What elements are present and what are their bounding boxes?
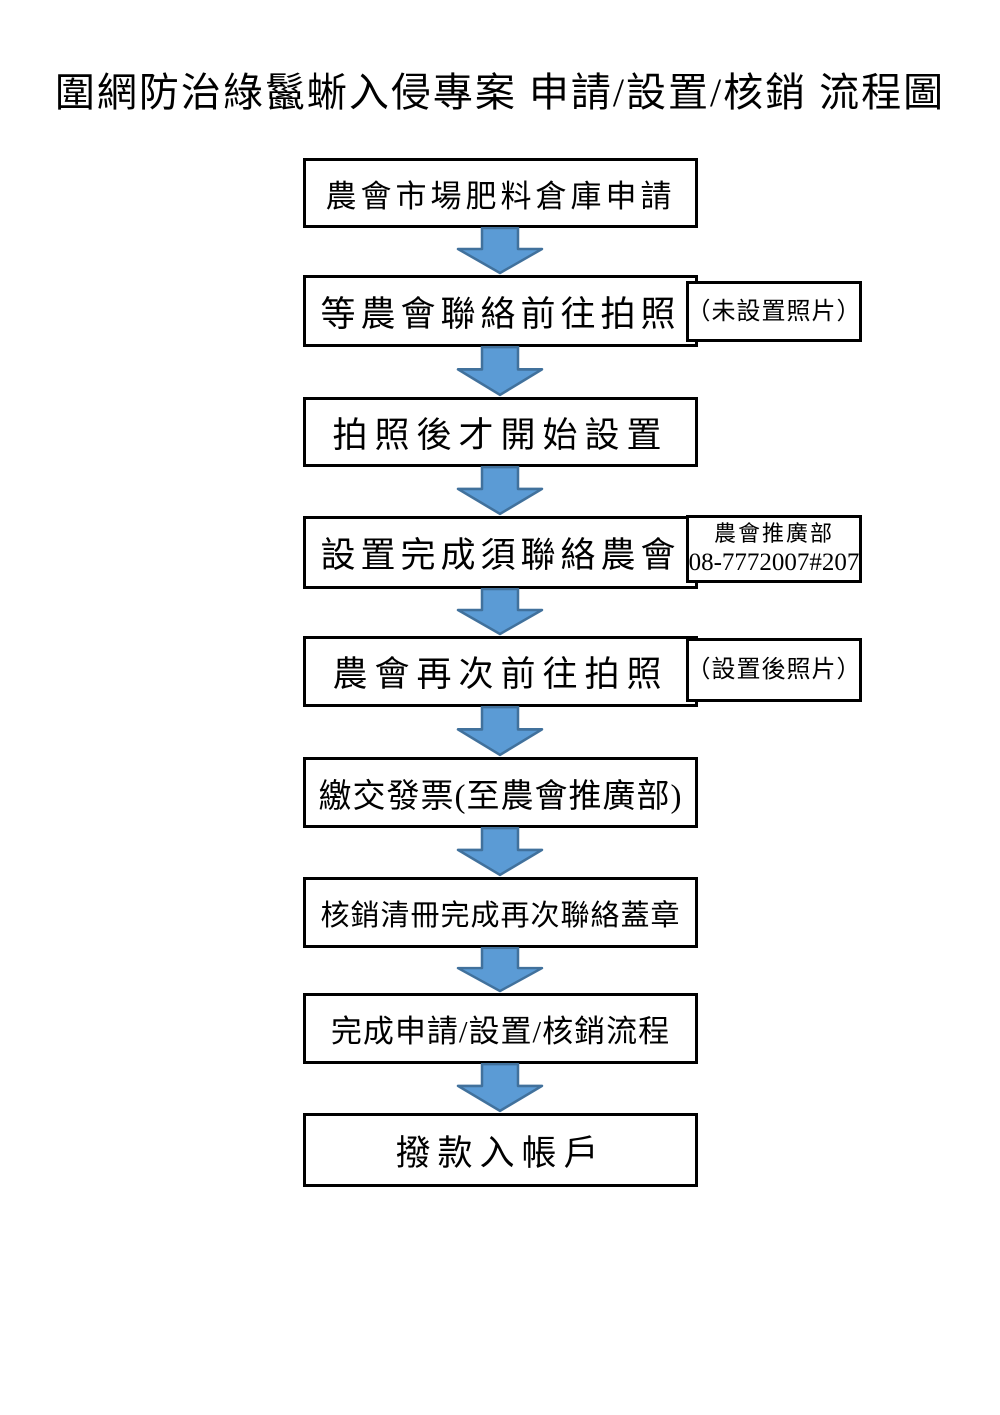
note-contact-phone: 08-7772007#207 [688,549,860,577]
down-arrow-icon [456,466,544,516]
flow-step-label: 設置完成須聯絡農會 [320,536,681,575]
down-arrow-icon [456,706,544,757]
note-after-photo: （設置後照片） [686,638,862,702]
down-arrow-icon [456,346,544,397]
flow-step-apply: 農會市場肥料倉庫申請 [303,158,698,228]
down-arrow-icon [456,588,544,636]
flow-step-install: 拍照後才開始設置 [303,397,698,467]
flow-step-label: 拍照後才開始設置 [332,415,669,455]
flow-step-stamp-roster: 核銷清冊完成再次聯絡蓋章 [303,877,698,948]
page-title: 圍網防治綠鬣蜥入侵專案 申請/設置/核銷 流程圖 [54,70,946,115]
flow-step-label: 撥款入帳戶 [395,1133,606,1173]
note-contact-department: 農會推廣部 [713,520,834,546]
note-label: （設置後照片） [686,657,862,683]
flow-step-label: 繳交發票(至農會推廣部) [318,778,683,815]
down-arrow-icon [456,1063,544,1113]
down-arrow-icon [456,227,544,275]
flow-step-label: 等農會聯絡前往拍照 [320,294,681,334]
flow-step-second-photo: 農會再次前往拍照 [303,636,698,707]
note-before-photo: （未設置照片） [686,281,862,342]
flow-step-label: 核銷清冊完成再次聯絡蓋章 [320,899,681,932]
flow-step-submit-invoice: 繳交發票(至農會推廣部) [303,757,698,828]
note-contact-info: 農會推廣部 08-7772007#207 [686,515,862,583]
flow-step-wait-photo: 等農會聯絡前往拍照 [303,275,698,347]
note-label: （未設置照片） [686,298,862,325]
flow-step-contact-after-install: 設置完成須聯絡農會 [303,516,698,589]
down-arrow-icon [456,947,544,993]
flow-step-label: 農會再次前往拍照 [332,655,669,694]
flow-step-payment: 撥款入帳戶 [303,1113,698,1187]
down-arrow-icon [456,827,544,877]
flow-step-label: 農會市場肥料倉庫申請 [325,178,676,214]
flow-step-label: 完成申請/設置/核銷流程 [330,1014,671,1049]
flow-step-complete-process: 完成申請/設置/核銷流程 [303,993,698,1064]
